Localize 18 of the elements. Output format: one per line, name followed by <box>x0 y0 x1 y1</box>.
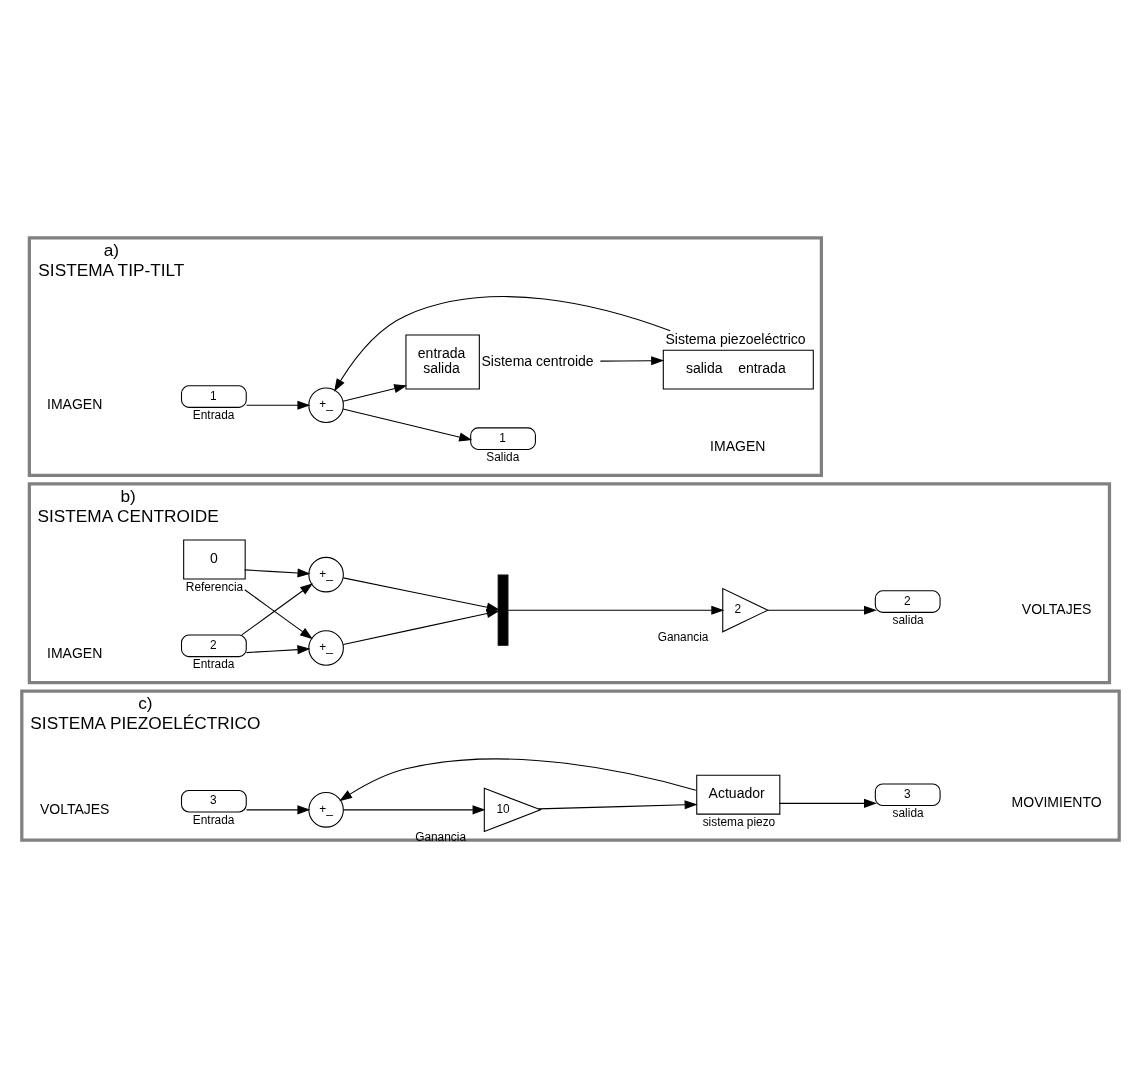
node-label: Sistema piezoeléctrico <box>665 331 806 348</box>
node-label: Salida <box>486 450 520 465</box>
label: VOLTAJES <box>1021 600 1092 617</box>
label: IMAGEN <box>47 395 103 412</box>
node-label: Entrada <box>192 657 235 672</box>
node-label: sistema piezo <box>702 814 776 829</box>
label: IMAGEN <box>47 645 103 662</box>
node-label: Entrada <box>192 408 235 423</box>
node-label: Sistema centroide <box>481 352 594 369</box>
node-label: Ganancia <box>657 630 709 645</box>
label: MOVIMIENTO <box>1011 794 1102 811</box>
node-label: Referencia <box>185 579 244 594</box>
node-label: salida <box>892 806 924 821</box>
node-label: Entrada <box>192 812 235 827</box>
label: IMAGEN <box>710 437 766 454</box>
node-label: Ganancia <box>415 829 466 844</box>
label: VOLTAJES <box>39 800 110 817</box>
node-label: salida <box>892 613 924 628</box>
